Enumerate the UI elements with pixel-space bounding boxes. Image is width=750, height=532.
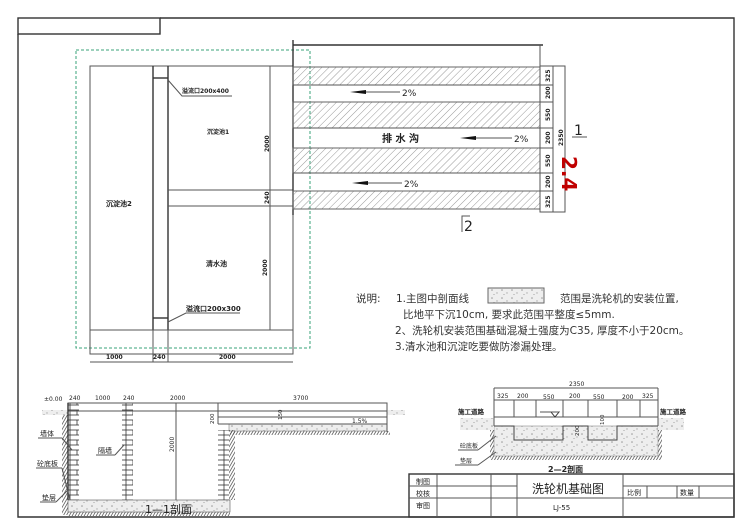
tank1-label: 沉淀池1 xyxy=(207,128,229,136)
slope-arrow xyxy=(350,90,400,94)
approved-by-label: 审图 xyxy=(416,501,430,510)
wall-callout: 墙体 xyxy=(40,429,54,438)
slope-arrow xyxy=(460,136,512,140)
road-right-label: 施工道路 xyxy=(660,407,687,416)
quantity-label: 数量 xyxy=(680,488,694,497)
dim: 550 xyxy=(593,394,605,401)
note-1b: 范围是洗轮机的安装位置, xyxy=(560,292,679,305)
partition-callout: 隔墙 xyxy=(98,446,112,455)
dim: 3700 xyxy=(293,395,308,402)
slab-callout: 砼底板 xyxy=(37,459,58,468)
band-dim: 550 xyxy=(545,154,552,167)
note-1a: 1.主图中剖面线 xyxy=(396,292,470,305)
drawing-title: 洗轮机基础图 xyxy=(532,482,604,496)
section-2-2: 2350 325 200 550 200 550 200 325 200 100… xyxy=(455,381,687,474)
road-left-label: 施工道路 xyxy=(458,407,485,416)
dim-2000-upper: 2000 xyxy=(264,135,271,152)
drawing-code: LJ-55 xyxy=(553,504,570,512)
note-3: 3.清水池和沉淀吃要做防渗漏处理。 xyxy=(395,340,563,353)
drain-label: 排 水 沟 xyxy=(382,132,419,145)
dim: 200 xyxy=(622,394,634,401)
title-block: 制图 校核 审图 洗轮机基础图 LJ-55 比例 数量 xyxy=(408,473,735,518)
band-dim: 325 xyxy=(545,195,552,208)
dim-1000: 1000 xyxy=(106,354,123,361)
dim: 200 xyxy=(517,393,529,400)
hatched-band xyxy=(292,147,541,174)
dim-200: 200 xyxy=(210,413,216,424)
slope-label: 2% xyxy=(514,135,529,145)
notes-prefix: 说明: xyxy=(356,292,381,305)
slope-arrow xyxy=(352,181,402,185)
section-1-1-title: 1—1剖面 xyxy=(145,502,192,516)
dim: 1000 xyxy=(95,395,110,402)
checked-by-label: 校核 xyxy=(416,489,430,498)
total-dim: 2350 xyxy=(569,381,584,388)
dim-100: 100 xyxy=(600,414,606,425)
wall-brick xyxy=(68,403,79,500)
plan-view: 溢流口200x400 溢流口200x300 沉淀池1 沉淀池2 清水池 2000… xyxy=(75,49,311,363)
cushion-callout: 垫层 xyxy=(42,493,56,502)
washer-plan: 2% 排 水 沟 2% 2% 325 200 550 200 550 200 3… xyxy=(292,40,587,235)
overflow-bottom-label: 溢流口200x300 xyxy=(186,304,241,313)
section-2-marker: 2 xyxy=(464,219,473,235)
slab-callout: 砼底板 xyxy=(460,442,478,450)
clear-tank-label: 清水池 xyxy=(206,259,227,268)
slope-label: 2% xyxy=(404,180,419,190)
band-dim: 200 xyxy=(545,175,552,188)
dim-200: 200 xyxy=(575,425,581,436)
dim-150: 150 xyxy=(278,409,284,420)
band-dim: 550 xyxy=(545,108,552,121)
section-hatch-swatch xyxy=(487,287,545,304)
dim: 2000 xyxy=(170,395,185,402)
overflow-top-label: 溢流口200x400 xyxy=(182,87,229,95)
dim-240-horizontal: 240 xyxy=(153,354,166,361)
note-2: 2、洗轮机安装范围基础混凝土强度为C35, 厚度不小于20cm。 xyxy=(395,324,689,337)
dim: 240 xyxy=(123,395,135,402)
dim-2000: 2000 xyxy=(169,437,176,452)
elevation-label: ±0.00 xyxy=(44,396,63,403)
band-dim: 325 xyxy=(545,69,552,82)
slope-label: 2% xyxy=(402,89,417,99)
red-dimension-label: 2.4 xyxy=(557,156,581,191)
total-dim: 2350 xyxy=(558,129,565,146)
note-1c: 比地平下沉10cm, 要求此范围平整度≤5mm. xyxy=(403,308,615,321)
section-1-1: ±0.00 240 1000 240 2000 3700 200 150 200… xyxy=(36,395,405,516)
scale-label: 比例 xyxy=(627,488,641,497)
dim: 325 xyxy=(497,393,509,400)
cushion-callout: 垫层 xyxy=(460,457,472,465)
hatched-band xyxy=(292,190,541,210)
notes: 说明: 1.主图中剖面线 范围是洗轮机的安装位置, 比地平下沉10cm, 要求此… xyxy=(356,287,689,353)
drawn-by-label: 制图 xyxy=(416,477,430,486)
slope-label: 1.5% xyxy=(352,418,368,425)
dim: 240 xyxy=(69,395,81,402)
dim: 200 xyxy=(569,393,581,400)
band-dim: 200 xyxy=(545,131,552,144)
dim-2000-horizontal: 2000 xyxy=(219,354,236,361)
section-2-2-title: 2—2剖面 xyxy=(548,464,583,474)
wall-brick xyxy=(218,430,229,500)
dim: 325 xyxy=(642,393,654,400)
hatched-band xyxy=(292,66,541,86)
band-dim: 200 xyxy=(545,86,552,99)
hatched-band xyxy=(292,101,541,129)
tank2-label: 沉淀池2 xyxy=(106,199,132,208)
partition-brick xyxy=(122,403,133,500)
dim-240-vertical: 240 xyxy=(264,191,271,204)
dim: 550 xyxy=(543,394,555,401)
section-1-marker: 1 xyxy=(574,123,583,139)
dim-2000-lower: 2000 xyxy=(262,259,269,276)
